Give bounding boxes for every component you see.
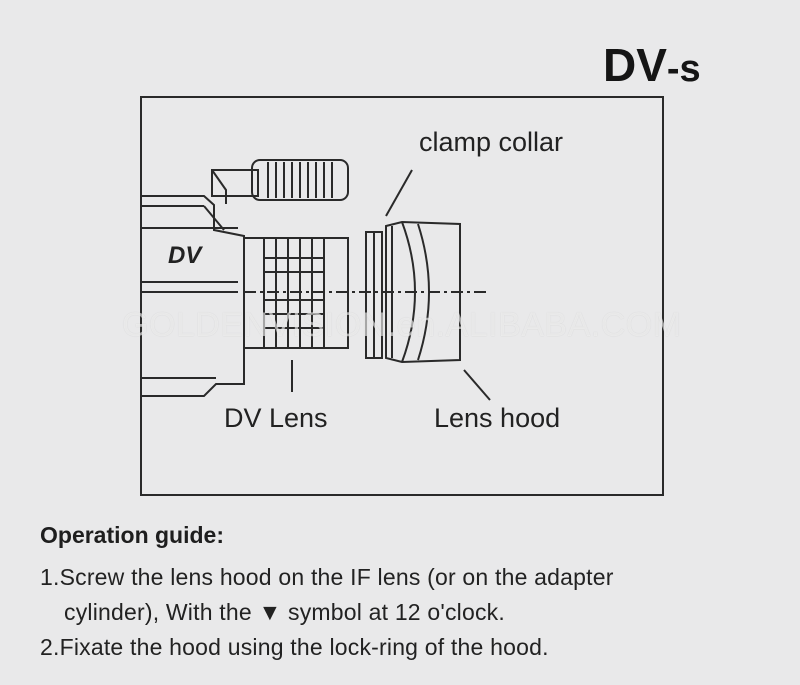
clamp-collar-leader (385, 169, 413, 217)
camera-handle (211, 169, 259, 197)
model-suffix: -s (666, 48, 701, 90)
diagram-frame (140, 96, 664, 496)
guide-step-1: 1.Screw the lens hood on the IF lens (or… (40, 564, 614, 590)
operation-guide-heading: Operation guide: (40, 522, 224, 548)
camera-dv-label: DV (168, 242, 202, 269)
dv-lens-label: DV Lens (224, 403, 328, 433)
microphone (251, 159, 349, 201)
camera-body (142, 195, 245, 397)
clamp-collar-label: clamp collar (419, 127, 564, 157)
model-name: DV (603, 39, 667, 91)
lens-hood-label: Lens hood (434, 403, 561, 433)
model-title: DV-s (603, 38, 701, 92)
watermark: GOLDENVISION.en.ALIBABA.COM (122, 306, 682, 344)
guide-step-2: 2.Fixate the hood using the lock-ring of… (40, 634, 549, 660)
lens-hood-leader (463, 369, 491, 401)
guide-step-1-continued: cylinder), With the ▼ symbol at 12 o'clo… (64, 599, 505, 625)
